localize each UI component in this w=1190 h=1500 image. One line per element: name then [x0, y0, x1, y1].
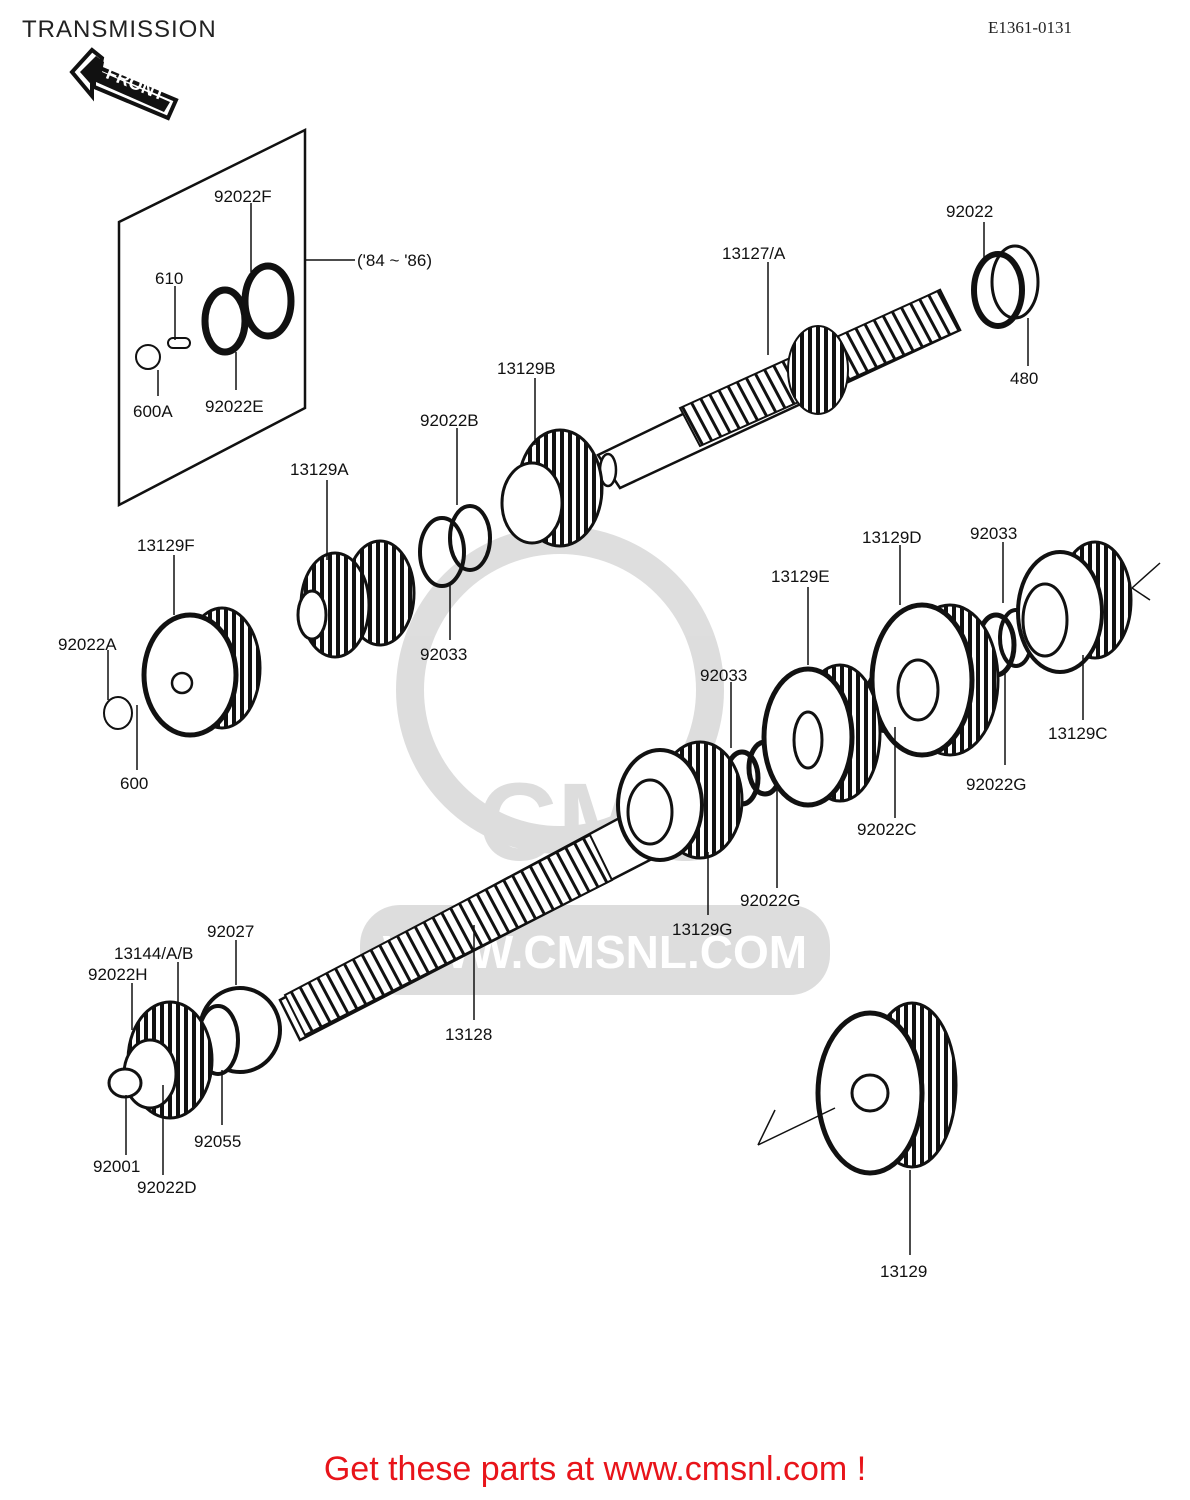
label-92022G-mid: 92022G	[740, 891, 801, 910]
inset-box	[117, 127, 355, 508]
label-92033-mid: 92033	[700, 666, 747, 685]
label-92022: 92022	[946, 202, 993, 221]
label-92055: 92055	[194, 1132, 241, 1151]
footer-promo: Get these parts at www.cmsnl.com !	[323, 1450, 867, 1488]
gear-13129G	[616, 740, 744, 862]
label-13129B: 13129B	[497, 359, 556, 378]
label-610: 610	[155, 269, 183, 288]
gear-13129A	[296, 539, 416, 659]
gear-13129B	[500, 428, 604, 548]
label-13128: 13128	[445, 1025, 492, 1044]
label-92027: 92027	[207, 922, 254, 941]
leader-lines	[107, 203, 1084, 1255]
label-13129E: 13129E	[771, 567, 830, 586]
gear-13129	[757, 562, 1161, 1176]
label-13129D: 13129D	[862, 528, 922, 547]
diagram-title: TRANSMISSION	[22, 16, 217, 43]
label-92022D: 92022D	[137, 1178, 197, 1197]
diagram-code: E1361-0131	[988, 18, 1073, 37]
gear-13129D	[869, 602, 1000, 758]
label-13129C: 13129C	[1048, 724, 1108, 743]
label-13129G: 13129G	[672, 920, 733, 939]
label-92022F: 92022F	[214, 187, 272, 206]
label-92001: 92001	[93, 1157, 140, 1176]
label-92022A: 92022A	[58, 635, 117, 654]
label-600A: 600A	[133, 402, 173, 421]
label-13127A: 13127/A	[722, 244, 786, 263]
gear-13129E	[761, 663, 882, 808]
label-92022B: 92022B	[420, 411, 479, 430]
label-600: 600	[120, 774, 148, 793]
mainshaft-13128	[196, 813, 652, 1076]
label-92022H: 92022H	[88, 965, 148, 984]
label-92022E: 92022E	[205, 397, 264, 416]
label-year-note: ('84 ~ '86)	[357, 251, 432, 270]
label-92033-right: 92033	[970, 524, 1017, 543]
label-13129F: 13129F	[137, 536, 195, 555]
gear-13129F	[141, 606, 262, 738]
countershaft-13127	[596, 288, 962, 490]
label-92022C: 92022C	[857, 820, 917, 839]
sprocket-13144	[107, 1000, 214, 1120]
front-arrow: FRONT	[69, 47, 179, 121]
label-13129: 13129	[880, 1262, 927, 1281]
gear-13129C	[1016, 540, 1133, 674]
label-13144AB: 13144/A/B	[114, 944, 193, 963]
label-92022G-right: 92022G	[966, 775, 1027, 794]
label-13129A: 13129A	[290, 460, 349, 479]
label-92033-top: 92033	[420, 645, 467, 664]
label-480: 480	[1010, 369, 1038, 388]
part-labels: 92022F ('84 ~ '86) 610 600A 92022E 92022…	[58, 187, 1108, 1281]
